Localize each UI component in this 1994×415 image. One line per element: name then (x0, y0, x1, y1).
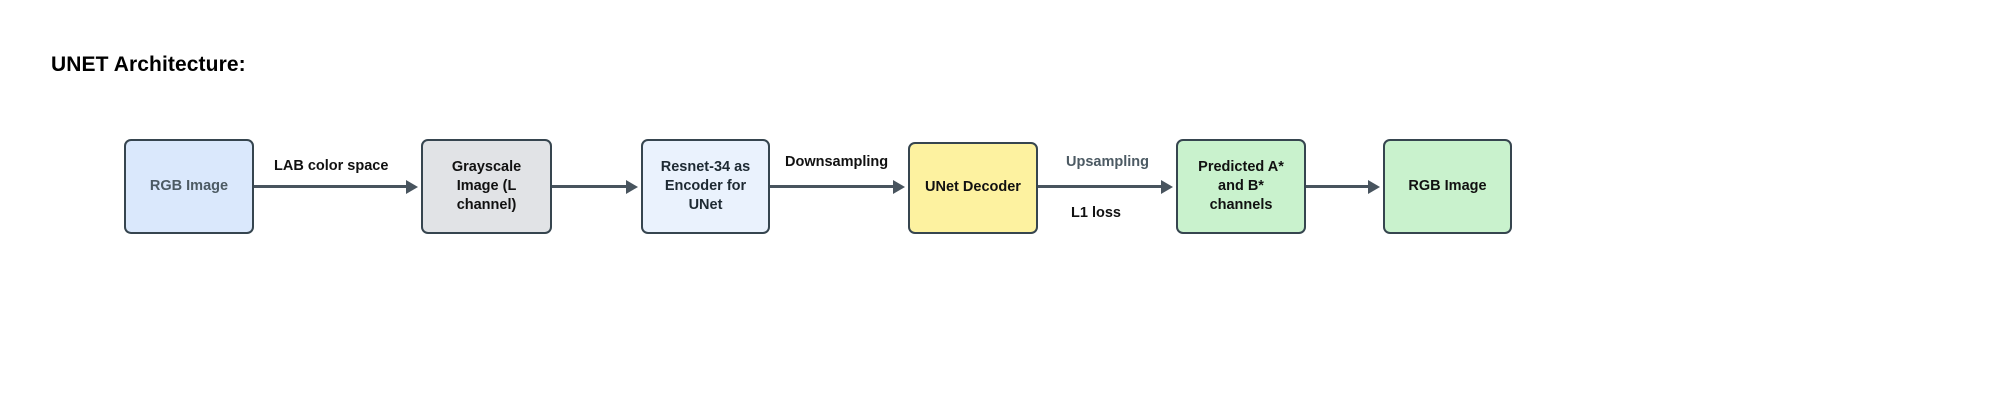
edge-label-upsampling: Upsampling (1066, 154, 1149, 170)
edge-rgb-to-grayscale (254, 185, 406, 188)
node-predicted-ab-channels-label: Predicted A* and B* channels (1198, 158, 1284, 214)
node-rgb-image-output-label: RGB Image (1408, 177, 1487, 194)
node-grayscale-image-label: Grayscale Image (L channel) (451, 158, 522, 214)
edge-grayscale-to-resnet-arrowhead (626, 179, 638, 194)
edge-label-l1-loss: L1 loss (1071, 205, 1121, 221)
node-resnet34-encoder-label: Resnet-34 as Encoder for UNet (660, 158, 751, 214)
node-rgb-image-output[interactable]: RGB Image (1383, 139, 1512, 234)
edge-label-downsampling: Downsampling (785, 154, 889, 170)
edge-resnet-to-decoder (770, 185, 893, 188)
edge-label-lab-color-space: LAB color space (274, 158, 389, 174)
node-resnet34-encoder[interactable]: Resnet-34 as Encoder for UNet (641, 139, 770, 234)
edge-predicted-to-rgb-output-arrowhead (1368, 179, 1380, 194)
node-predicted-ab-channels[interactable]: Predicted A* and B* channels (1176, 139, 1306, 234)
edge-grayscale-to-resnet (552, 185, 626, 188)
edge-predicted-to-rgb-output (1306, 185, 1368, 188)
edge-rgb-to-grayscale-arrowhead (406, 179, 418, 194)
edge-decoder-to-predicted-arrowhead (1161, 179, 1173, 194)
node-rgb-image-input[interactable]: RGB Image (124, 139, 254, 234)
node-rgb-image-input-label: RGB Image (149, 177, 229, 194)
node-unet-decoder-label: UNet Decoder (925, 179, 1021, 196)
node-grayscale-image[interactable]: Grayscale Image (L channel) (421, 139, 552, 234)
page-title: UNET Architecture: (51, 53, 246, 76)
edge-decoder-to-predicted (1038, 185, 1161, 188)
node-unet-decoder[interactable]: UNet Decoder (908, 142, 1038, 234)
edge-resnet-to-decoder-arrowhead (893, 179, 905, 194)
